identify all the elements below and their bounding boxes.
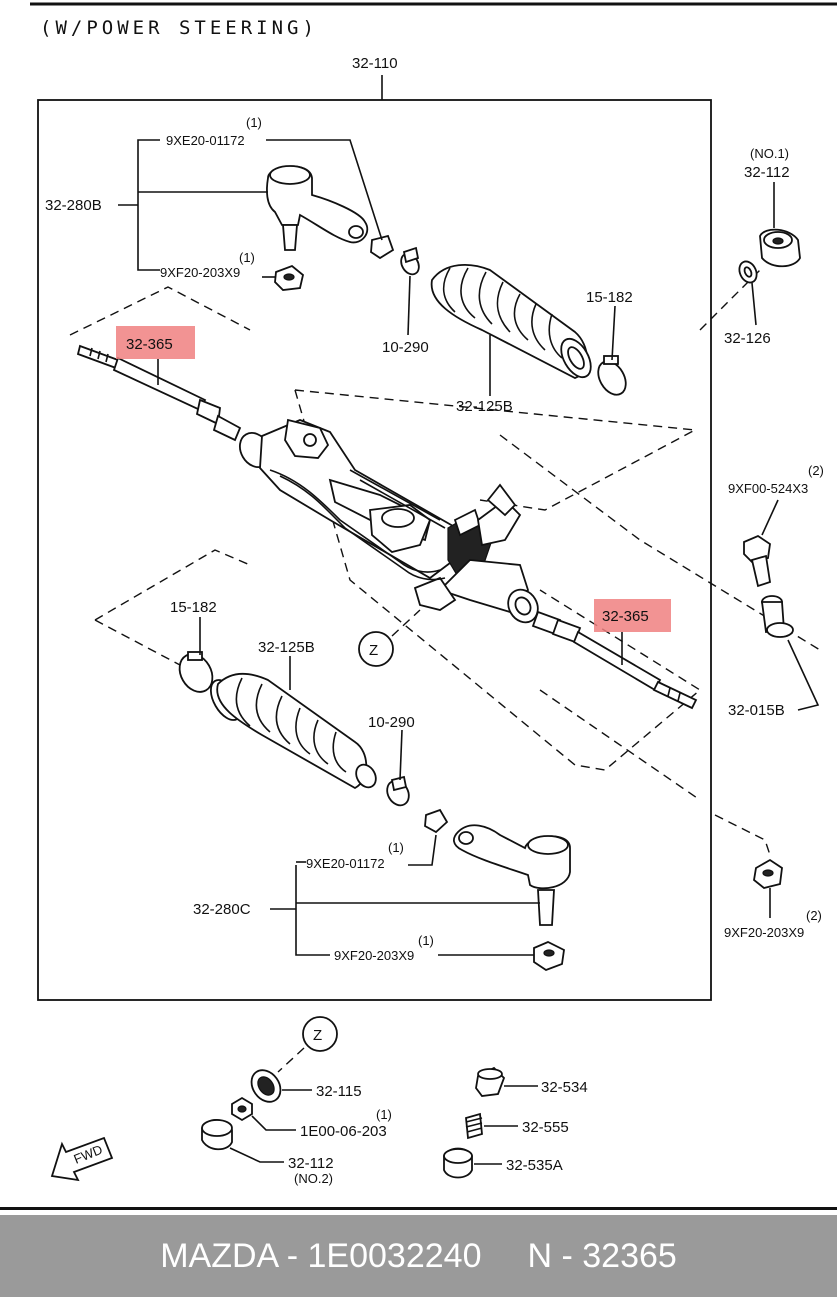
callout-10-290-upper: 10-290 xyxy=(382,339,429,356)
mount-rubber-no2 xyxy=(201,1119,233,1151)
adjusting-plug xyxy=(443,1147,473,1179)
callout-32-365-lower: 32-365 xyxy=(602,608,649,625)
callout-nut-upper-qty: (1) xyxy=(246,115,262,130)
highlight-32-365-upper xyxy=(116,326,195,359)
highlight-32-365-lower xyxy=(594,599,671,632)
forward-arrow-icon: FWD xyxy=(50,1136,114,1182)
lock-nut-lower xyxy=(533,941,565,972)
band-clip-lower xyxy=(386,775,410,807)
callout-32-112-no2: 32-112 xyxy=(288,1155,334,1172)
band-clip-upper xyxy=(400,246,420,276)
footer-part-ref: MAZDA - 1E0032240 xyxy=(160,1236,482,1275)
callout-32-365-upper: 32-365 xyxy=(126,336,173,353)
callout-15-182-lower: 15-182 xyxy=(170,599,217,616)
callout-32-115: 32-115 xyxy=(316,1083,362,1100)
pinion-nut xyxy=(231,1096,253,1122)
callout-no1: (NO.1) xyxy=(750,146,789,161)
callout-32-112-no1: 32-112 xyxy=(744,164,790,181)
support-yoke xyxy=(475,1066,506,1097)
flange-nut-right xyxy=(753,858,783,889)
mounting-bolt xyxy=(743,534,772,588)
tie-rod-end-lower xyxy=(453,824,571,926)
assembly-frame xyxy=(37,99,712,1001)
mount-rubber-no1 xyxy=(759,228,801,268)
callout-9xf00-524x3: 9XF00-524X3 xyxy=(728,481,808,496)
callout-32-015b: 32-015B xyxy=(728,702,785,719)
exploded-parts-diagram: (W/POWER STEERING) 32-110 (1) 9XE20-0117… xyxy=(30,2,837,1186)
yoke-spring xyxy=(465,1112,483,1140)
hose-clamp-upper xyxy=(597,355,627,396)
callout-bolt-qty: (2) xyxy=(808,463,824,478)
callout-32-125b-lower: 32-125B xyxy=(258,639,315,656)
callout-10-290-lower: 10-290 xyxy=(368,714,415,731)
zone-marker-bottom: Z xyxy=(313,1027,322,1044)
zone-marker: Z xyxy=(369,642,378,659)
zone-marker-circle xyxy=(358,631,394,667)
callout-15-182-upper: 15-182 xyxy=(586,289,633,306)
callout-nut2-upper-qty: (1) xyxy=(239,250,255,265)
callout-32-126: 32-126 xyxy=(724,330,771,347)
rack-housing xyxy=(239,418,539,624)
zone-marker-bottom-circle xyxy=(302,1016,338,1052)
callout-nut2-lower-qty: (1) xyxy=(418,933,434,948)
dust-boot-lower xyxy=(209,672,377,790)
washer-32-126 xyxy=(738,260,758,284)
lock-nut-upper xyxy=(274,264,305,291)
footer-part-number: N - 32365 xyxy=(527,1236,677,1275)
callout-9xe20-01172-lower: 9XE20-01172 xyxy=(306,856,385,871)
callout-1e00-06-203: 1E00-06-203 xyxy=(300,1123,387,1140)
callout-32-280c: 32-280C xyxy=(193,901,251,918)
pinion-seal xyxy=(250,1069,282,1103)
diagram-title: (W/POWER STEERING) xyxy=(40,17,318,39)
callout-32-110: 32-110 xyxy=(352,55,398,72)
footer-divider xyxy=(0,1207,837,1210)
castle-nut-lower xyxy=(424,808,449,834)
callout-9xf20-203x9-lower: 9XF20-203X9 xyxy=(334,948,414,963)
callout-32-534: 32-534 xyxy=(541,1079,588,1096)
castle-nut-upper xyxy=(370,234,395,260)
dust-boot-upper xyxy=(430,264,592,379)
callout-32-535a: 32-535A xyxy=(506,1157,563,1174)
callout-9xe20-01172-upper: 9XE20-01172 xyxy=(166,133,245,148)
callout-9xf20-203x9-upper: 9XF20-203X9 xyxy=(160,265,240,280)
hose-clamp-lower xyxy=(178,651,214,693)
callout-pinion-nut-qty: (1) xyxy=(376,1107,392,1122)
callout-nut-lower-qty: (1) xyxy=(388,840,404,855)
callout-32-125b-upper: 32-125B xyxy=(456,398,513,415)
callout-nut3-qty: (2) xyxy=(806,908,822,923)
footer-bar: MAZDA - 1E0032240 N - 32365 xyxy=(0,1215,837,1297)
callout-9xf20-203x9-right: 9XF20-203X9 xyxy=(724,925,804,940)
bushing-32-015b xyxy=(760,595,794,638)
tie-rod-lower xyxy=(531,610,698,710)
tie-rod-end-upper xyxy=(266,165,369,251)
tie-rod-upper xyxy=(76,344,242,442)
callout-32-555: 32-555 xyxy=(522,1119,569,1136)
callout-32-280b: 32-280B xyxy=(45,197,102,214)
callout-no2: (NO.2) xyxy=(294,1171,333,1186)
